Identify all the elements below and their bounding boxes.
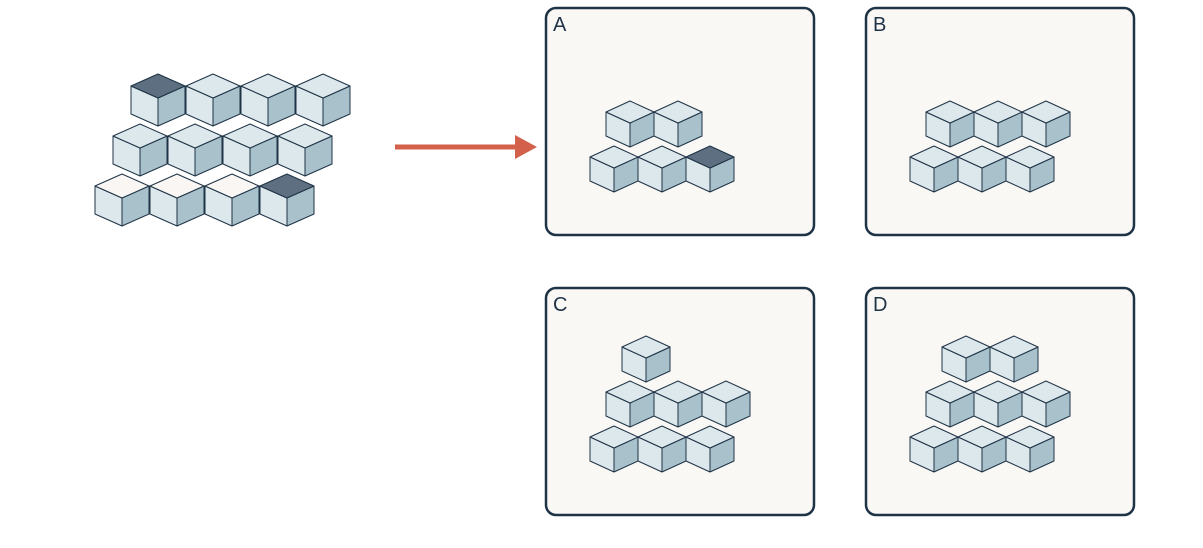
source-figure <box>94 73 351 227</box>
option-label-b: B <box>873 14 886 36</box>
option-label-c: C <box>553 294 567 316</box>
option-cube <box>637 425 687 473</box>
option-cube <box>957 145 1007 193</box>
option-cube <box>589 425 639 473</box>
source-cube <box>185 73 241 127</box>
option-cube <box>989 335 1039 383</box>
option-cube <box>621 335 671 383</box>
option-cube <box>653 100 703 148</box>
source-cube <box>222 123 278 177</box>
option-cube <box>589 145 639 193</box>
option-cube <box>957 425 1007 473</box>
option-cube <box>941 335 991 383</box>
option-label-d: D <box>873 294 887 316</box>
option-cube <box>685 425 735 473</box>
source-cube <box>240 73 296 127</box>
option-label-a: A <box>553 14 567 36</box>
source-cube <box>204 173 260 227</box>
arrow-head-icon <box>515 135 537 159</box>
option-panel-d[interactable]: D <box>864 286 1136 517</box>
option-panel-c[interactable]: C <box>544 286 816 517</box>
source-cube <box>149 173 205 227</box>
option-cube <box>909 425 959 473</box>
option-b-figure <box>909 100 1071 193</box>
option-cube <box>605 100 655 148</box>
option-cube <box>925 100 975 148</box>
source-cube <box>277 123 333 177</box>
transform-arrow <box>395 135 537 159</box>
option-cube <box>653 380 703 428</box>
source-cube <box>167 123 223 177</box>
source-cube <box>259 173 315 227</box>
option-c-figure <box>589 335 751 473</box>
option-cube <box>1021 380 1071 428</box>
option-cube <box>685 145 735 193</box>
option-cube <box>1021 100 1071 148</box>
option-panel-a[interactable]: A <box>544 6 816 237</box>
option-panel-b[interactable]: B <box>864 6 1136 237</box>
option-cube <box>973 100 1023 148</box>
option-cube <box>1005 425 1055 473</box>
option-cube <box>701 380 751 428</box>
option-a-figure <box>589 100 735 193</box>
option-cube <box>925 380 975 428</box>
option-cube <box>605 380 655 428</box>
source-cube <box>130 73 186 127</box>
source-cube <box>295 73 351 127</box>
option-cube <box>909 145 959 193</box>
option-cube <box>1005 145 1055 193</box>
source-cube <box>112 123 168 177</box>
source-cube <box>94 173 150 227</box>
option-d-figure <box>909 335 1071 473</box>
option-cube <box>973 380 1023 428</box>
